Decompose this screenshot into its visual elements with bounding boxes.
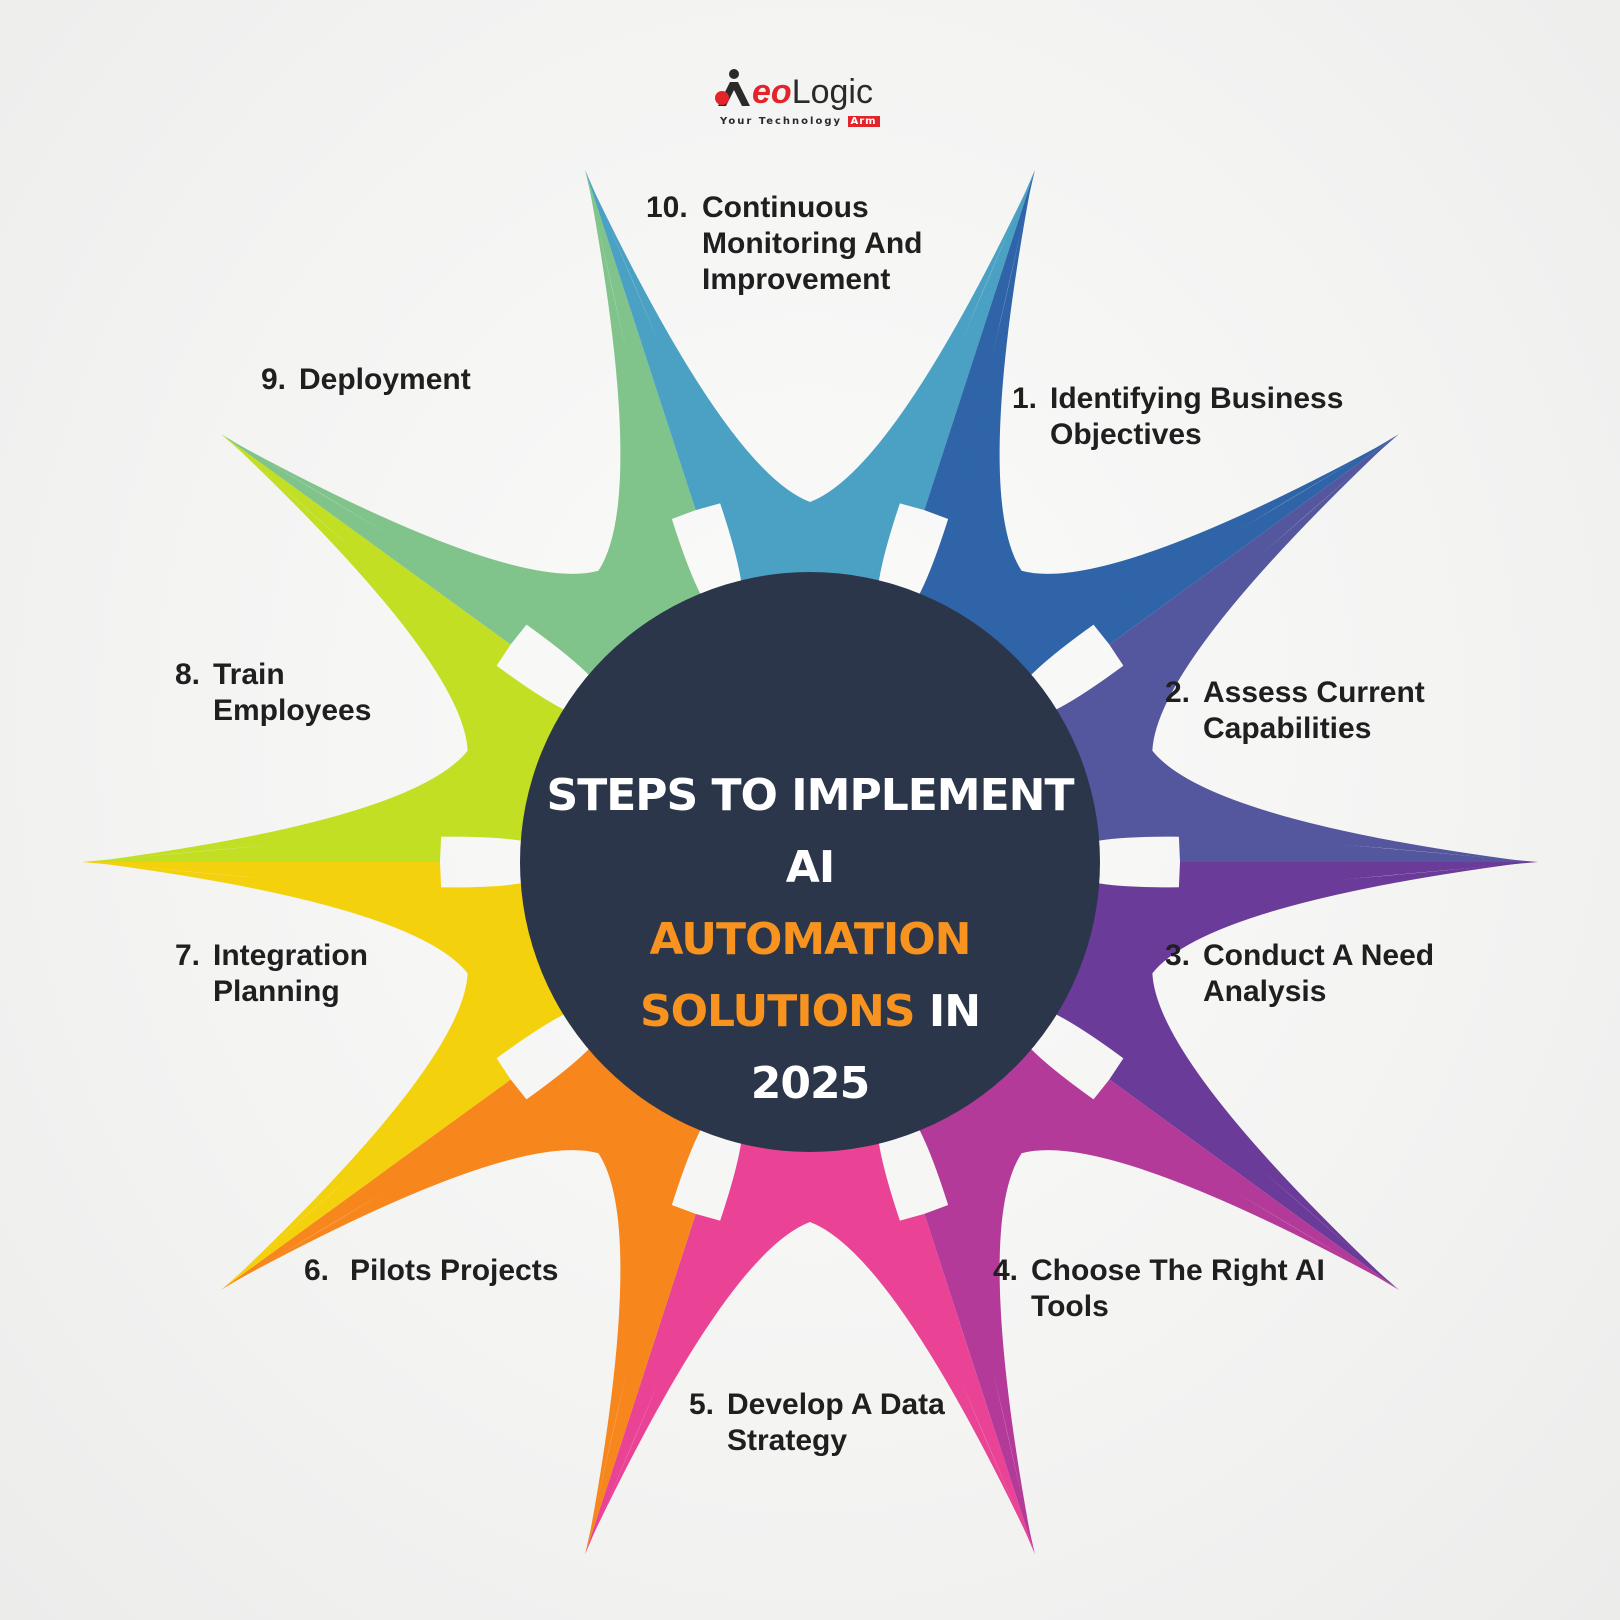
step-9: 9. Deployment <box>261 362 599 398</box>
aeologic-logo: eoLogic Your Technology Arm <box>700 58 930 138</box>
step-3: 3. Conduct A Need Analysis <box>1165 938 1503 1010</box>
step-label: Assess Current Capabilities <box>1203 676 1425 745</box>
center-title-highlight: Automation Solutions <box>639 914 971 1037</box>
step-label: Choose The Right AI Tools <box>1031 1254 1325 1323</box>
spike-right-8 <box>82 829 442 862</box>
step-label: Identifying Business Objectives <box>1050 382 1344 451</box>
spike-right-10 <box>585 169 727 511</box>
spike-right-1 <box>924 169 1035 522</box>
logo-wordmark: eoLogic <box>752 72 873 112</box>
step-4: 4. Choose The Right AI Tools <box>993 1253 1381 1325</box>
spike-right-6 <box>585 1202 696 1555</box>
step-number: 1. <box>1012 382 1038 415</box>
spike-right-2 <box>1109 434 1399 672</box>
spike-left-2 <box>1089 434 1399 645</box>
star-sector-5 <box>587 862 1033 1547</box>
logo-wordmark-eo: eo <box>752 73 792 111</box>
center-title-line1: Steps to Implement AI <box>546 770 1075 893</box>
spike-left-3 <box>1178 829 1538 862</box>
spike-left-6 <box>585 1213 727 1555</box>
spike-left-4 <box>1109 1052 1399 1290</box>
spike-left-1 <box>893 169 1035 511</box>
center-title-line2-rest: in <box>928 986 981 1037</box>
spike-right-4 <box>1089 1079 1399 1290</box>
step-number: 6. <box>304 1254 330 1287</box>
center-title-line2: Automation Solutions in <box>540 904 1080 1048</box>
spike-right-7 <box>221 1052 511 1290</box>
step-label: Conduct A Need Analysis <box>1203 939 1435 1008</box>
spike-right-9 <box>221 434 531 645</box>
logo-a-icon <box>715 69 750 106</box>
step-6: 6. Pilots Projects <box>304 1253 670 1289</box>
step-number: 5. <box>689 1388 715 1421</box>
step-2: 2. Assess Current Capabilities <box>1165 675 1513 747</box>
step-number: 4. <box>993 1254 1019 1287</box>
spike-left-5 <box>924 1202 1035 1555</box>
step-7: 7. Integration Planning <box>175 938 433 1010</box>
step-label: Integration Planning <box>213 939 368 1008</box>
step-1: 1. Identifying Business Objectives <box>1012 381 1440 453</box>
logo-tagline-badge: Arm <box>847 116 880 127</box>
step-label: Continuous Monitoring And Improvement <box>702 191 923 296</box>
logo-tagline-text: Your Technology <box>720 116 843 127</box>
spike-right-5 <box>893 1213 1035 1555</box>
step-label: Pilots Projects <box>350 1254 559 1287</box>
step-label: Train Employees <box>213 658 372 727</box>
logo-tagline: Your Technology Arm <box>720 116 880 127</box>
step-label: Deployment <box>299 363 471 396</box>
step-10: 10. Continuous Monitoring And Improvemen… <box>646 190 1022 298</box>
spike-left-9 <box>221 434 511 672</box>
spike-left-10 <box>585 169 696 522</box>
star-sector-10 <box>587 177 1033 862</box>
step-5: 5. Develop A Data Strategy <box>689 1387 982 1459</box>
step-number: 9. <box>261 363 287 396</box>
step-number: 2. <box>1165 676 1191 709</box>
spike-right-3 <box>1178 862 1538 895</box>
center-title: Steps to Implement AI Automation Solutio… <box>540 760 1080 1120</box>
center-circle <box>520 572 1100 1152</box>
step-number: 10. <box>646 191 688 224</box>
spike-left-7 <box>221 1079 531 1290</box>
center-title-year: 2025 <box>750 1058 870 1109</box>
step-number: 7. <box>175 939 201 972</box>
step-8: 8. Train Employees <box>175 657 413 729</box>
step-label: Develop A Data Strategy <box>727 1388 945 1457</box>
spike-left-8 <box>82 862 442 895</box>
logo-wordmark-logic: Logic <box>791 73 873 111</box>
step-number: 3. <box>1165 939 1191 972</box>
step-number: 8. <box>175 658 201 691</box>
